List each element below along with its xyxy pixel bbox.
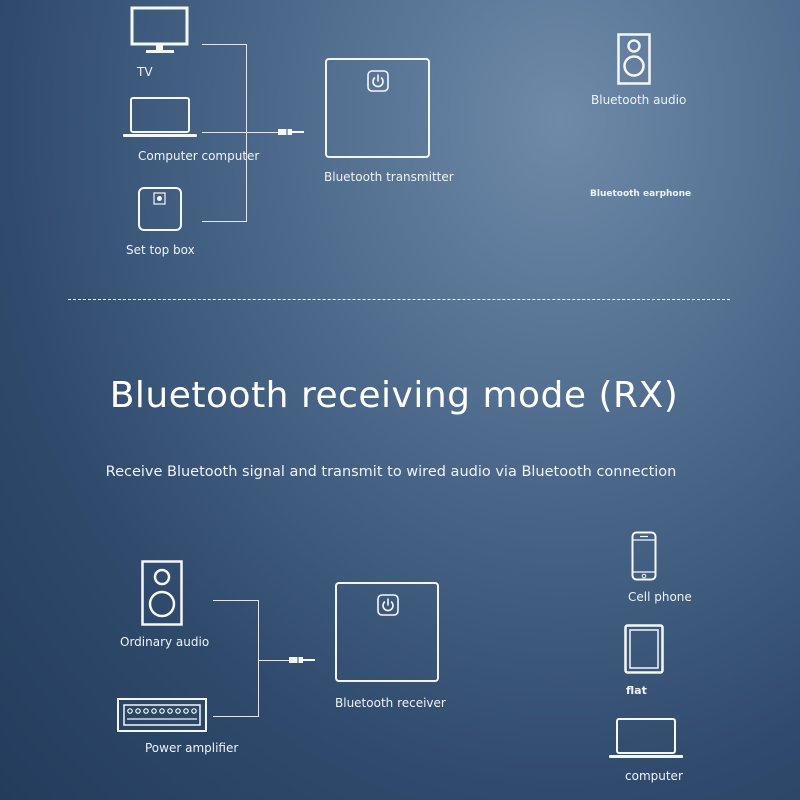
bluetooth-transmitter-label: Bluetooth transmitter xyxy=(324,170,454,184)
connector-line xyxy=(259,660,291,661)
power-icon xyxy=(367,70,389,92)
power-icon xyxy=(377,594,399,616)
bluetooth-earphone-label: Bluetooth earphone xyxy=(590,189,692,199)
speaker-icon xyxy=(617,33,651,85)
tablet-icon xyxy=(624,624,664,674)
tv-label: TV xyxy=(137,65,153,79)
connector-line xyxy=(202,44,246,45)
phone-icon xyxy=(631,531,657,581)
audio-jack-icon xyxy=(289,657,315,663)
computer-label: computer xyxy=(625,769,683,783)
cell-phone-label: Cell phone xyxy=(628,590,692,604)
ordinary-audio-label: Ordinary audio xyxy=(120,635,210,649)
computer-label: Computer computer xyxy=(138,149,260,163)
laptop-icon xyxy=(123,97,197,137)
laptop-icon xyxy=(609,718,683,758)
connector-line xyxy=(246,44,247,222)
bluetooth-receiver-box xyxy=(335,582,439,682)
bluetooth-transmitter-box xyxy=(325,58,430,158)
tv-icon xyxy=(130,6,189,53)
flat-label: flat xyxy=(626,684,647,697)
section-divider xyxy=(68,299,730,300)
bluetooth-audio-label: Bluetooth audio xyxy=(591,93,687,107)
set-top-box-icon xyxy=(138,187,182,231)
audio-jack-icon xyxy=(278,129,304,135)
rx-title: Bluetooth receiving mode (RX) xyxy=(109,375,679,416)
connector-line xyxy=(202,132,246,133)
power-amplifier-label: Power amplifier xyxy=(145,741,239,755)
bluetooth-receiver-label: Bluetooth receiver xyxy=(335,696,446,710)
connector-line xyxy=(258,600,259,717)
connector-line xyxy=(247,132,279,133)
rx-subtitle: Receive Bluetooth signal and transmit to… xyxy=(105,464,677,480)
connector-line xyxy=(213,600,259,601)
amplifier-icon xyxy=(117,698,207,732)
speaker-icon xyxy=(141,560,183,626)
connector-line xyxy=(202,221,246,222)
set-top-box-label: Set top box xyxy=(126,243,195,257)
connector-line xyxy=(213,716,259,717)
